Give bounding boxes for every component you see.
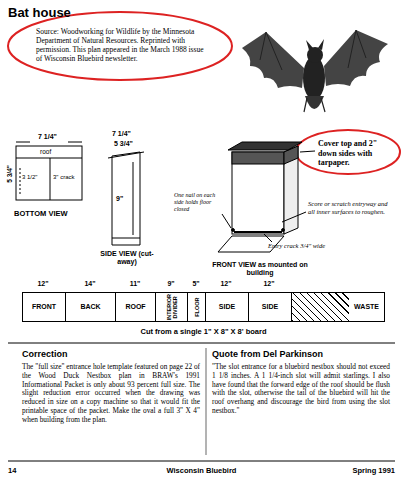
board-piece: FLOOR	[187, 292, 206, 322]
article-body: The "full size" entrance hole template f…	[22, 363, 200, 424]
note: Cover top and 2" down sides with tarpape…	[318, 139, 388, 168]
board-piece: BACK	[65, 292, 116, 322]
board-piece: SIDE	[205, 292, 249, 322]
dimension: 7 1/4"	[38, 133, 57, 141]
part-name: SIDE	[249, 303, 291, 311]
note: Entry crack 3/4" wide	[268, 242, 325, 250]
part-name: FLOOR	[193, 294, 199, 320]
dimension: 12"	[214, 280, 238, 288]
column-divider	[206, 348, 207, 455]
article-body: "The slot entrance for a bluebird nestbo…	[212, 363, 390, 416]
front-view-drawing	[218, 142, 315, 252]
red-ellipse	[8, 12, 232, 80]
article-heading: Quote from Del Parkinson	[212, 349, 323, 360]
dimension: 12"	[257, 280, 281, 288]
part-name: WASTE	[353, 303, 380, 311]
dimension: 7 1/4"	[112, 130, 131, 138]
view-title: FRONT VIEW as mounted on building	[200, 261, 320, 278]
waste-piece: WASTE	[291, 292, 385, 322]
dimension: 14"	[78, 280, 102, 288]
note: Score or scratch entryway and all inner …	[308, 200, 396, 216]
article-heading: Correction	[22, 349, 68, 360]
red-ellipse	[296, 130, 400, 174]
page-number: 14	[8, 466, 16, 475]
part-name: roof	[40, 148, 51, 156]
publication-name: Wisconsin Bluebird	[130, 466, 273, 475]
dimension: 3" crack	[53, 174, 74, 181]
source-note: Source: Woodworking for Wildlife by the …	[36, 27, 204, 63]
issue-date: Spring 1991	[295, 466, 395, 475]
dimension: 12"	[31, 280, 55, 288]
part-name: INTERIOR DIVIDER	[165, 294, 178, 320]
dimension: 9"	[116, 195, 123, 203]
board-caption: Cut from a single 1" X 8" X 8' board	[22, 327, 385, 336]
dimension: 5 3/4"	[114, 140, 133, 148]
dimension: 9"	[159, 280, 183, 288]
dimension: 5"	[184, 280, 208, 288]
dimension: 11"	[123, 280, 147, 288]
dimension: 3 1/2"	[22, 174, 37, 181]
board-piece: ROOF	[115, 292, 156, 322]
bat-illustration	[242, 30, 388, 112]
board-piece: FRONT	[22, 292, 66, 322]
column-rule	[8, 343, 395, 344]
dimension: 5 3/4"	[6, 165, 14, 183]
board-piece: SIDE	[248, 292, 292, 322]
part-name: FRONT	[23, 303, 65, 311]
part-name: SIDE	[206, 303, 248, 311]
footer-rule	[8, 461, 395, 462]
note: One nail on each side holds floor closed	[174, 192, 222, 214]
part-name: BACK	[66, 303, 115, 311]
part-name: ROOF	[116, 303, 155, 311]
view-title: SIDE VIEW (cut-away)	[94, 250, 160, 267]
page-title: Bat house	[8, 5, 71, 21]
board-piece: INTERIOR DIVIDER	[155, 292, 188, 322]
bottom-view-drawing	[16, 142, 82, 200]
side-view-drawing	[108, 152, 144, 245]
view-title: BOTTOM VIEW	[14, 209, 68, 218]
